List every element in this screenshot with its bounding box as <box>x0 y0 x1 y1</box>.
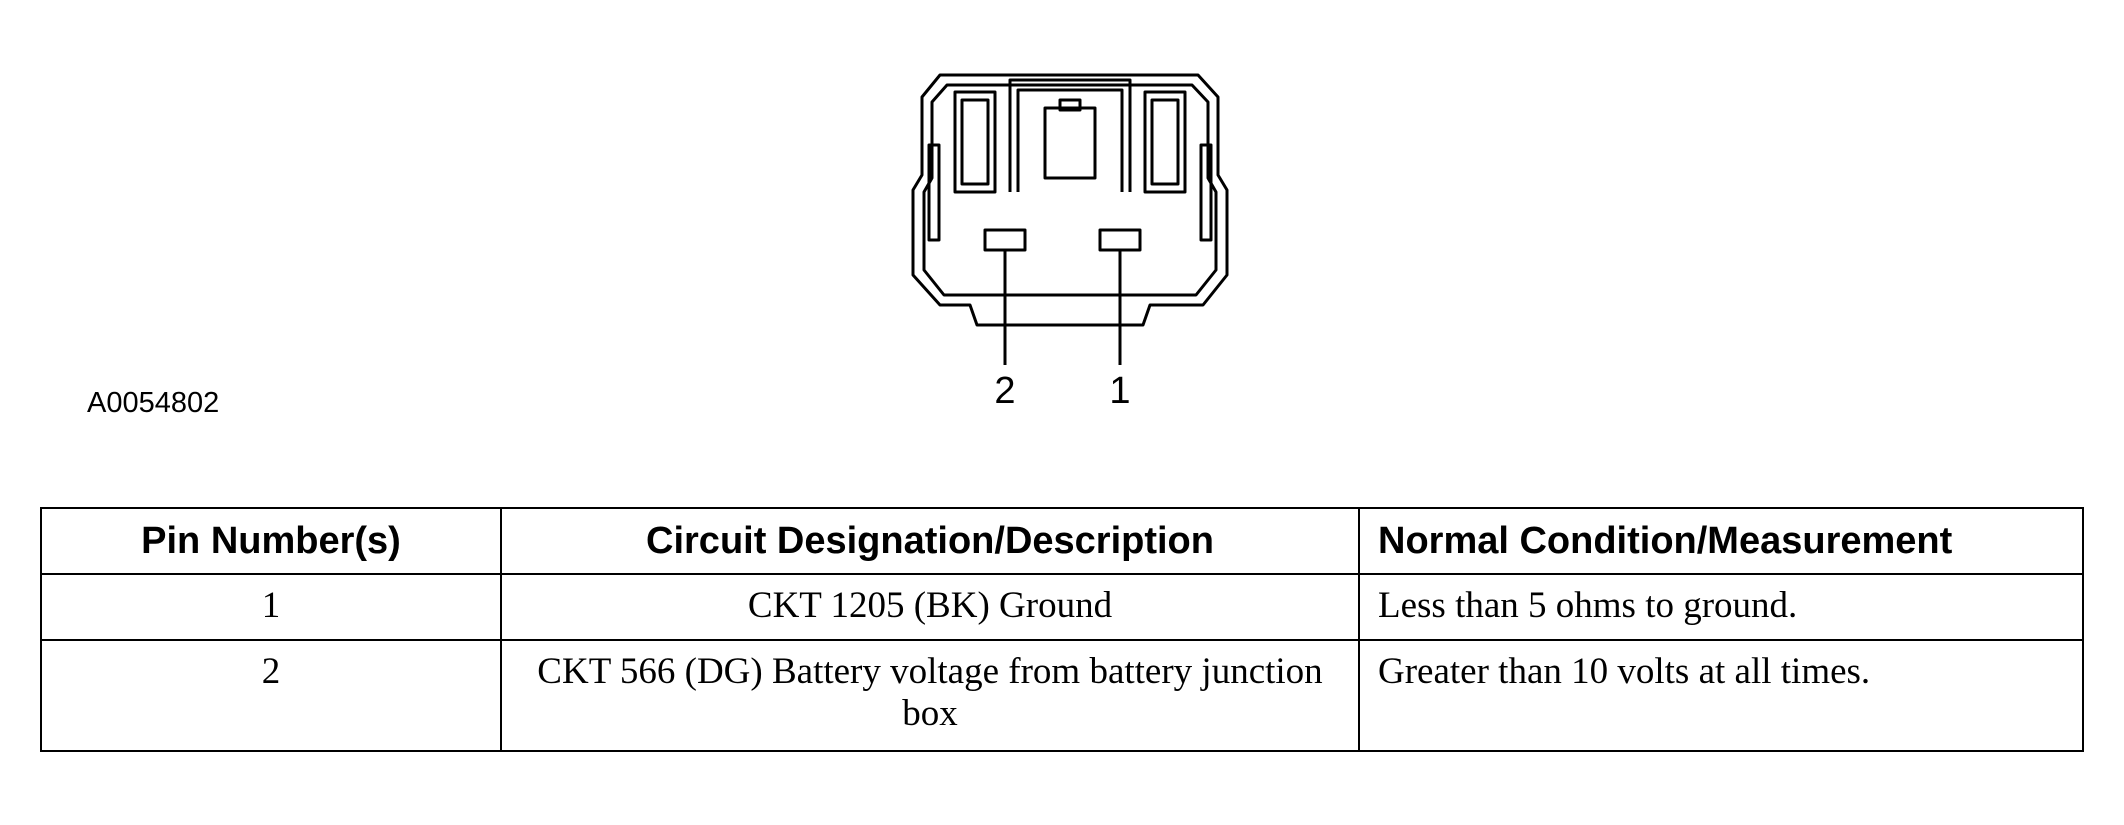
lock-tab <box>1043 106 1097 180</box>
cell-pin: 1 <box>40 573 502 641</box>
cell-pin: 2 <box>40 639 502 752</box>
left-latch-inner <box>960 98 990 186</box>
left-side-rib <box>927 143 941 242</box>
cell-condition: Less than 5 ohms to ground. <box>1358 573 2084 641</box>
header-pin-numbers: Pin Number(s) <box>40 507 502 575</box>
connector-housing-outer <box>911 73 1229 327</box>
pin-1-label: 1 <box>1109 370 1131 412</box>
figure-id: A0054802 <box>87 387 220 419</box>
table-row: 1 CKT 1205 (BK) Ground Less than 5 ohms … <box>40 573 2084 641</box>
connector-housing-inner <box>922 83 1218 297</box>
cell-circuit: CKT 1205 (BK) Ground <box>500 573 1360 641</box>
left-latch <box>953 90 997 194</box>
table-row: 2 CKT 566 (DG) Battery voltage from batt… <box>40 639 2084 752</box>
pinout-table: Pin Number(s) Circuit Designation/Descri… <box>40 507 2084 752</box>
right-side-rib <box>1199 143 1213 242</box>
right-latch-inner <box>1150 98 1180 186</box>
pin-1-cavity <box>1098 228 1142 252</box>
lock-tab-top <box>1058 98 1082 112</box>
header-normal-condition: Normal Condition/Measurement <box>1358 507 2084 575</box>
locking-arch-inner <box>1016 88 1124 192</box>
cell-circuit: CKT 566 (DG) Battery voltage from batter… <box>500 639 1360 752</box>
pin-2-label: 2 <box>994 370 1016 412</box>
locking-arch <box>1008 78 1132 192</box>
pin-2-cavity <box>983 228 1027 252</box>
table-header-row: Pin Number(s) Circuit Designation/Descri… <box>40 507 2084 575</box>
cell-condition: Greater than 10 volts at all times. <box>1358 639 2084 752</box>
header-circuit-designation: Circuit Designation/Description <box>500 507 1360 575</box>
right-latch <box>1143 90 1187 194</box>
